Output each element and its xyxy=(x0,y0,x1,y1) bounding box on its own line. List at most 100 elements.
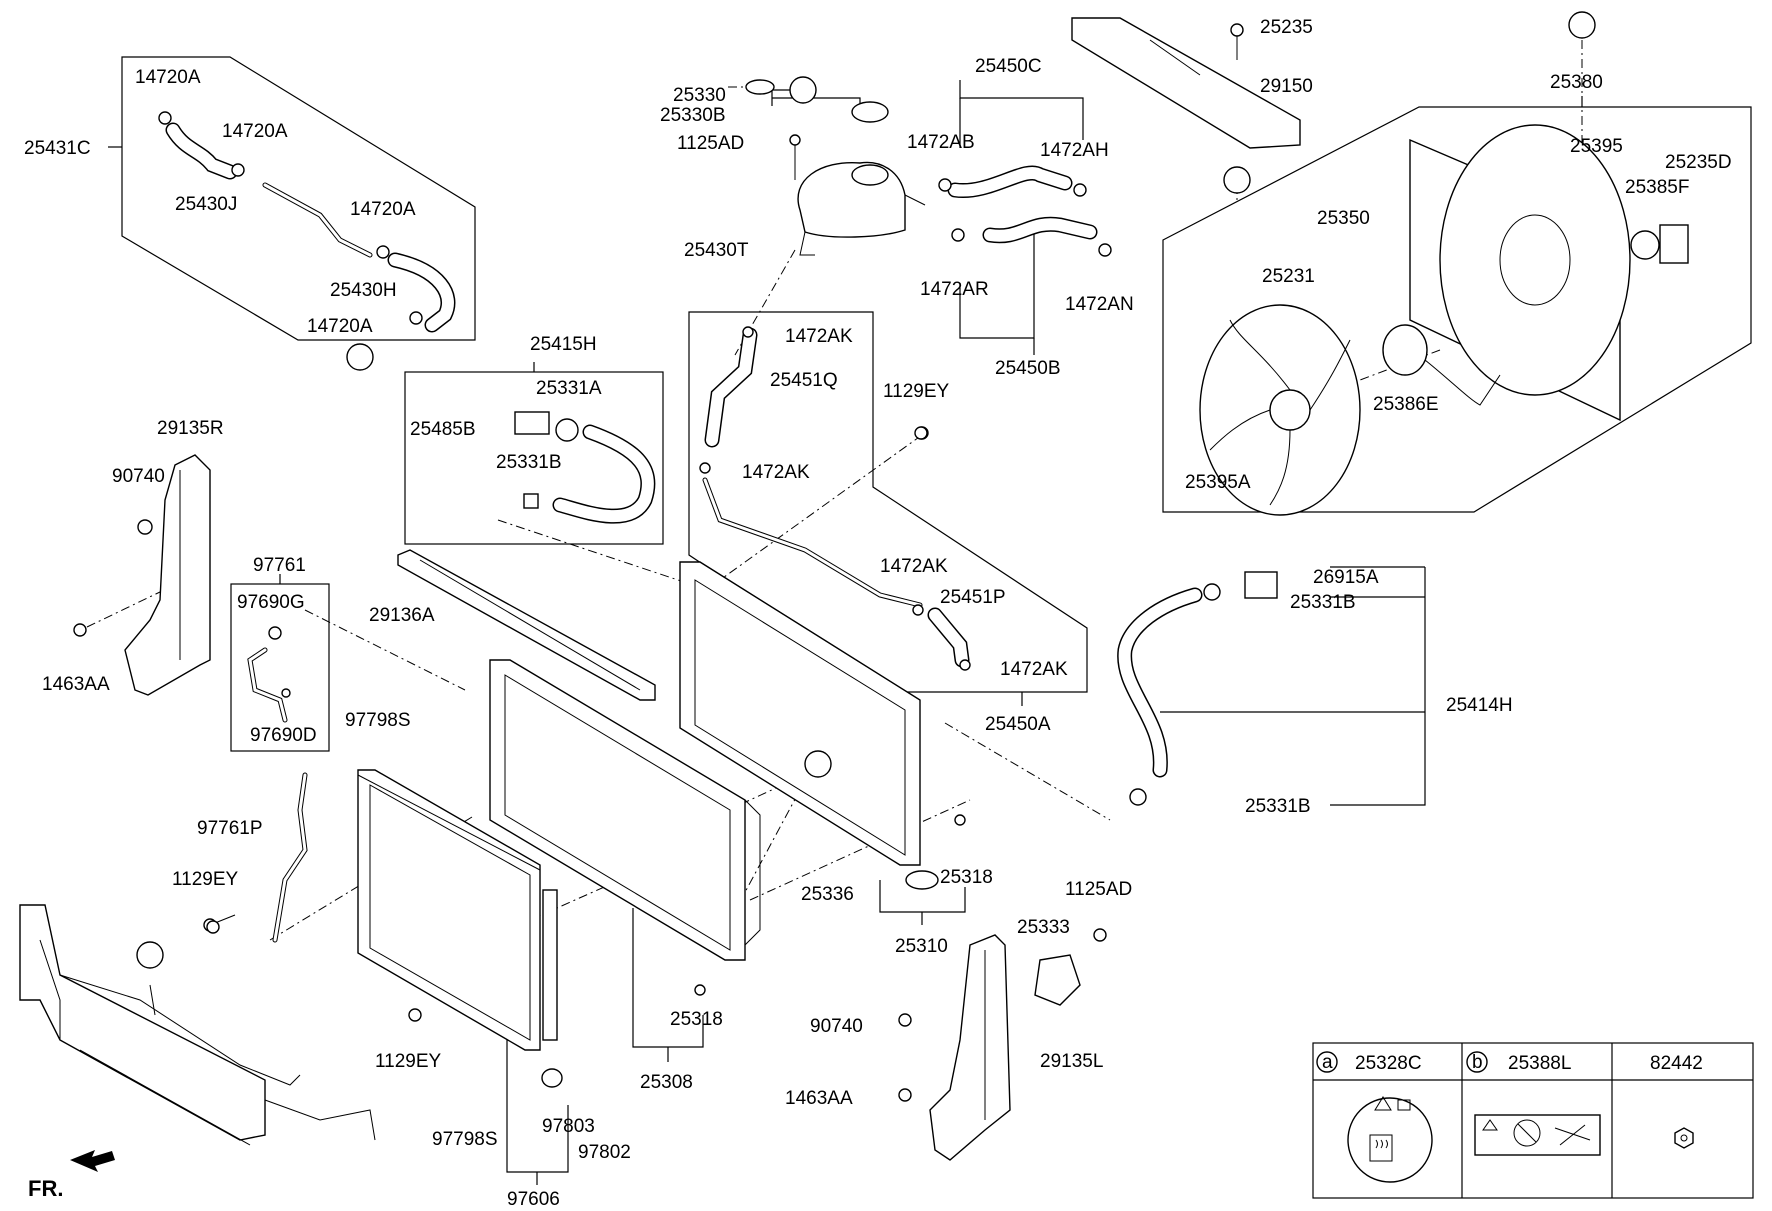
part-label-25451q: 25451Q xyxy=(770,370,838,391)
part-label-1125ad-2: 1125AD xyxy=(1065,879,1132,900)
legend-marker-a xyxy=(1316,1051,1338,1073)
legend-part-b: 25388L xyxy=(1508,1053,1571,1074)
part-label-1472ak-1: 1472AK xyxy=(785,326,853,347)
part-label-97690d: 97690D xyxy=(250,725,317,746)
part-label-25414h: 25414H xyxy=(1446,695,1513,716)
part-label-1125ad-1: 1125AD xyxy=(677,133,744,154)
part-label-25450b: 25450B xyxy=(995,358,1061,379)
part-label-29135r: 29135R xyxy=(157,418,224,439)
cooling-fan xyxy=(1199,304,1501,516)
part-label-90740-2: 90740 xyxy=(810,1016,863,1037)
front-arrow-icon xyxy=(70,1150,115,1172)
bracket-29150 xyxy=(1071,17,1301,149)
legend-table: a 25328C b 25388L 82442 xyxy=(1312,1042,1754,1199)
legend-marker-b xyxy=(1466,1051,1488,1073)
part-label-90740-1: 90740 xyxy=(112,466,165,487)
part-label-25430j: 25430J xyxy=(175,194,237,215)
part-label-1463aa-1: 1463AA xyxy=(42,674,110,695)
hose-25414H xyxy=(1117,571,1278,806)
vent-lines xyxy=(699,326,971,671)
hose-25415H xyxy=(514,411,656,524)
part-label-25415h: 25415H xyxy=(530,334,597,355)
fan-shroud xyxy=(1409,124,1689,422)
part-label-25350: 25350 xyxy=(1317,208,1370,229)
part-label-1472ak-3: 1472AK xyxy=(880,556,948,577)
part-label-1129ey-1: 1129EY xyxy=(883,381,950,402)
part-label-97690g: 97690G xyxy=(237,592,305,613)
caution-label-25388L xyxy=(1474,1114,1601,1156)
part-label-29135l: 29135L xyxy=(1040,1051,1103,1072)
part-label-25451p: 25451P xyxy=(940,587,1006,608)
part-label-1472ah: 1472AH xyxy=(1040,140,1109,161)
part-label-25318-2: 25318 xyxy=(670,1009,723,1030)
part-label-14720a-1: 14720A xyxy=(135,67,201,88)
part-label-97798s-2: 97798S xyxy=(432,1129,498,1150)
part-label-25336: 25336 xyxy=(801,884,854,905)
part-label-97761: 97761 xyxy=(253,555,306,576)
air-guard-29135R xyxy=(73,454,211,696)
part-label-25331b-3: 25331B xyxy=(1245,796,1311,817)
part-label-25430t: 25430T xyxy=(684,240,749,261)
bolts xyxy=(206,426,928,1022)
part-label-25235: 25235 xyxy=(1260,17,1313,38)
part-label-25308: 25308 xyxy=(640,1072,693,1093)
part-label-25395: 25395 xyxy=(1570,136,1623,157)
part-label-1472ak-4: 1472AK xyxy=(1000,659,1068,680)
part-label-97802: 97802 xyxy=(578,1142,631,1163)
part-label-25431c: 25431C xyxy=(24,138,91,159)
ac-pipe-97761P xyxy=(203,772,308,943)
reference-markers xyxy=(136,11,1596,969)
part-label-1472ab: 1472AB xyxy=(907,132,975,153)
part-label-25331b-1: 25331B xyxy=(496,452,562,473)
part-label-25318-1: 25318 xyxy=(940,867,993,888)
part-label-25333: 25333 xyxy=(1017,917,1070,938)
part-label-25330: 25330 xyxy=(673,85,726,106)
part-label-25450c: 25450C xyxy=(975,56,1042,77)
condenser-97606 xyxy=(357,769,563,1088)
part-labels: 14720A 25431C 14720A 25430J 14720A 25430H 1472… xyxy=(24,15,1732,1210)
part-label-14720a-4: 14720A xyxy=(307,316,373,337)
part-label-25331a: 25331A xyxy=(536,378,602,399)
legend-part-c: 82442 xyxy=(1650,1053,1703,1074)
part-label-1129ey-2: 1129EY xyxy=(172,869,239,890)
part-label-14720a-3: 14720A xyxy=(350,199,416,220)
part-label-25430h: 25430H xyxy=(330,280,397,301)
part-label-25395a: 25395A xyxy=(1185,472,1251,493)
radiator-25310 xyxy=(679,561,966,890)
part-label-1472ak-2: 1472AK xyxy=(742,462,810,483)
front-end-carrier xyxy=(19,904,376,1146)
part-label-26915a: 26915A xyxy=(1313,567,1379,588)
legend-letter-a: a xyxy=(1322,1052,1333,1073)
part-label-1129ey-3: 1129EY xyxy=(375,1051,442,1072)
part-label-97798s-1: 97798S xyxy=(345,710,411,731)
part-label-25231: 25231 xyxy=(1262,266,1315,287)
part-label-97803: 97803 xyxy=(542,1116,595,1137)
ac-pipe-97761 xyxy=(247,626,291,723)
part-label-25380: 25380 xyxy=(1550,72,1603,93)
front-label: FR. xyxy=(28,1176,63,1201)
legend-letter-b: b xyxy=(1472,1052,1483,1073)
part-label-14720a-2: 14720A xyxy=(222,121,288,142)
part-label-1463aa-2: 1463AA xyxy=(785,1088,853,1109)
part-label-25330b: 25330B xyxy=(660,105,726,126)
part-label-25485b: 25485B xyxy=(410,419,476,440)
part-label-25310: 25310 xyxy=(895,936,948,957)
part-label-97606: 97606 xyxy=(507,1189,560,1210)
part-label-97761p: 97761P xyxy=(197,818,263,839)
air-guard-29136A xyxy=(397,549,656,701)
warning-label-25328C xyxy=(1347,1097,1433,1183)
radiator-25308 xyxy=(489,659,761,996)
part-label-29136a: 29136A xyxy=(369,605,435,626)
part-label-25450a: 25450A xyxy=(985,714,1051,735)
air-guard-29135L xyxy=(898,928,1107,1161)
part-label-25235d: 25235D xyxy=(1665,152,1732,173)
part-label-1472ar: 1472AR xyxy=(920,279,989,300)
reservoir-tank xyxy=(745,79,926,256)
part-label-1472an: 1472AN xyxy=(1065,294,1134,315)
legend-part-a: 25328C xyxy=(1355,1053,1422,1074)
overflow-hoses xyxy=(938,165,1112,257)
nut-82442-icon xyxy=(1674,1127,1694,1149)
part-label-25386e: 25386E xyxy=(1373,394,1439,415)
